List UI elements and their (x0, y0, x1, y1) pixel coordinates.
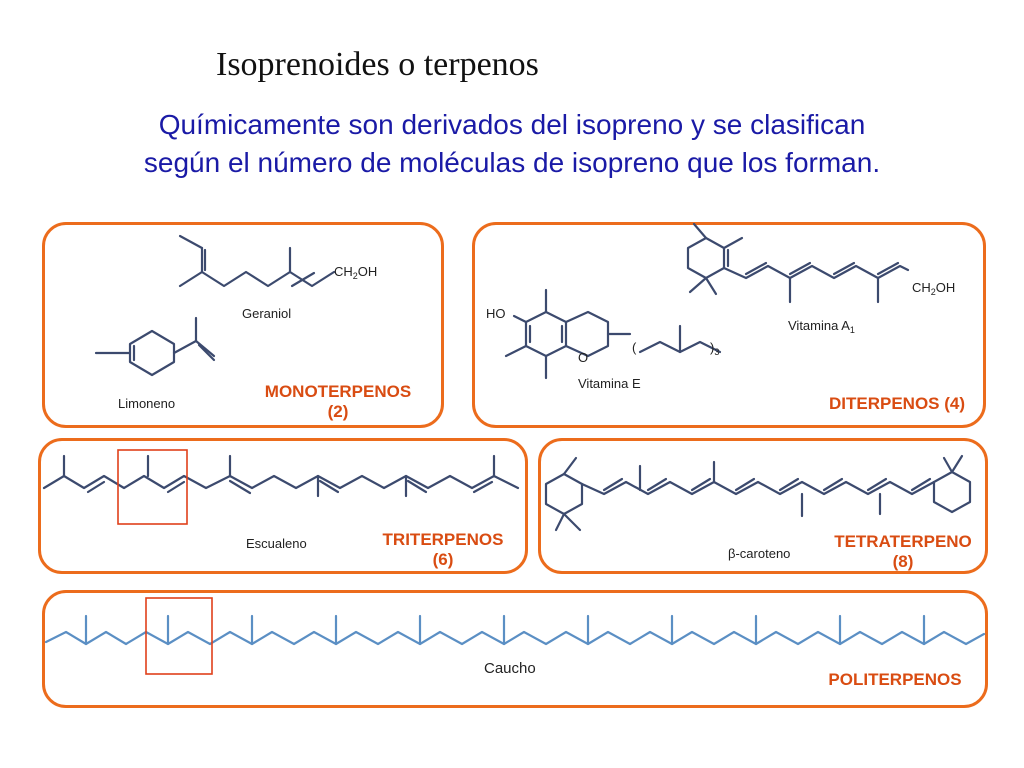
panel-monoterpenos (42, 222, 444, 428)
vitamin-a-label: Vitamina A1 (788, 318, 855, 335)
caucho-label: Caucho (484, 660, 536, 677)
page-subtitle: Químicamente son derivados del isopreno … (40, 106, 984, 182)
geraniol-label: Geraniol (242, 306, 292, 321)
limoneno-structure (94, 316, 216, 377)
escualeno-label: Escualeno (246, 536, 307, 551)
category-triterpenos: TRITERPENOS (6) (382, 530, 504, 569)
isoprene-unit-box-caucho (145, 597, 213, 675)
vitamin-e-repeat-bracket-open: ( (632, 340, 637, 355)
vitamin-e-label: Vitamina E (578, 376, 641, 391)
panel-tetraterpeno (538, 438, 988, 574)
vitamin-a-group-label: CH2OH (912, 280, 956, 297)
vitamin-a-structure (686, 222, 910, 304)
beta-caroteno-structure (544, 454, 972, 532)
geraniol-structure (178, 234, 336, 288)
panel-triterpenos (38, 438, 528, 574)
category-monoterpenos: MONOTERPENOS (2) (264, 382, 412, 421)
subtitle-line-1: Químicamente son derivados del isopreno … (158, 109, 866, 140)
vitamin-e-repeat-bracket-close: )3 (710, 340, 720, 357)
isoprene-unit-box-escualeno (117, 449, 188, 525)
subtitle-line-2: según el número de moléculas de isopreno… (143, 147, 881, 178)
caucho-structure (44, 614, 986, 646)
category-politerpenos: POLITERPENOS (828, 670, 962, 689)
escualeno-structure (42, 454, 520, 498)
vitamin-e-structure (504, 288, 722, 380)
geraniol-group-label: CH2OH (334, 264, 378, 281)
category-diterpenos: DITERPENOS (4) (828, 394, 966, 413)
limoneno-label: Limoneno (118, 396, 176, 411)
vitamin-e-o-label: O (578, 350, 589, 365)
vitamin-e-ho-label: HO (486, 306, 506, 321)
panel-politerpenos (42, 590, 988, 708)
page-title: Isoprenoides o terpenos (216, 46, 539, 83)
beta-caroteno-label: β-caroteno (728, 546, 791, 561)
category-tetraterpeno: TETRATERPENO (8) (834, 532, 972, 571)
